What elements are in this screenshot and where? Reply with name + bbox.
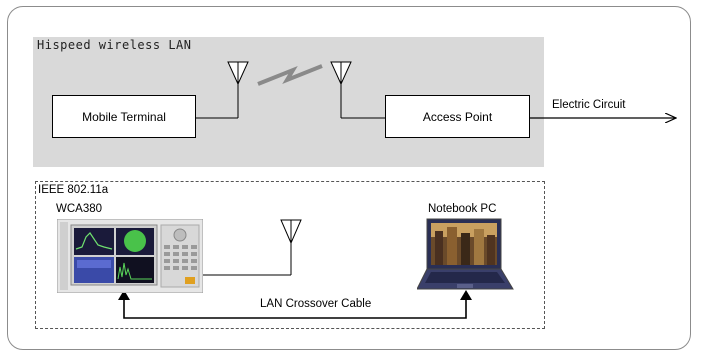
mobile-terminal-label: Mobile Terminal	[82, 109, 166, 124]
crossover-cable-line	[123, 294, 467, 319]
access-point-label: Access Point	[422, 109, 493, 124]
notebook-pc-icon	[417, 218, 514, 290]
electric-circuit-label: Electric Circuit	[552, 99, 626, 111]
terminal-antenna-icon	[227, 61, 249, 118]
notebook-label: Notebook PC	[428, 203, 497, 215]
ap-antenna-icon	[330, 61, 352, 118]
access-point-box: Access Point	[385, 95, 530, 138]
test-setup-title: IEEE 802.11a	[38, 184, 109, 196]
test-setup-panel	[35, 181, 545, 329]
analyzer-antenna-icon	[280, 219, 302, 275]
analyzer-label: WCA380	[56, 203, 103, 215]
analyzer-device-icon	[57, 219, 203, 293]
mobile-terminal-box: Mobile Terminal	[52, 95, 196, 138]
wireless-lan-title: Hispeed wireless LAN	[37, 38, 192, 52]
cable-arrow-right	[460, 290, 472, 300]
cable-arrow-left	[118, 290, 130, 300]
radio-link-icon	[257, 64, 323, 86]
cable-label: LAN Crossover Cable	[260, 298, 372, 310]
